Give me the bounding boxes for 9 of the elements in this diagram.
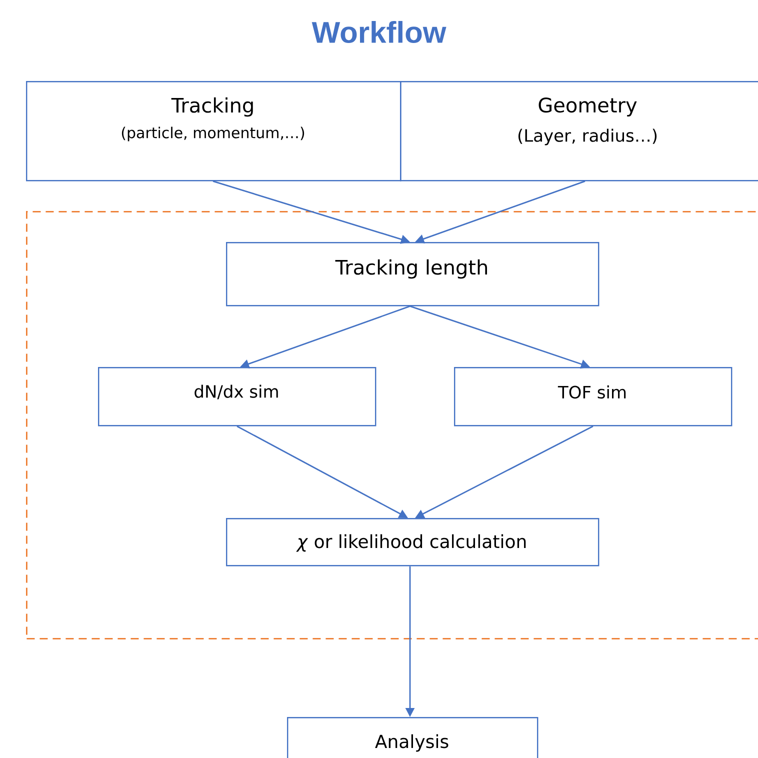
process-box: χ or likelihood calculation — [226, 518, 600, 566]
process-box: Geometry (Layer, radius…) — [400, 81, 758, 182]
process-box: Tracking (particle, momentum,…) — [26, 81, 402, 182]
dashed-group-box — [26, 211, 758, 640]
process-box: Tracking length — [226, 242, 600, 306]
process-box: Analysis — [287, 717, 538, 758]
process-box: TOF sim — [454, 367, 732, 426]
process-box: dN/dx sim — [98, 367, 376, 426]
title: Workflow — [312, 20, 446, 44]
